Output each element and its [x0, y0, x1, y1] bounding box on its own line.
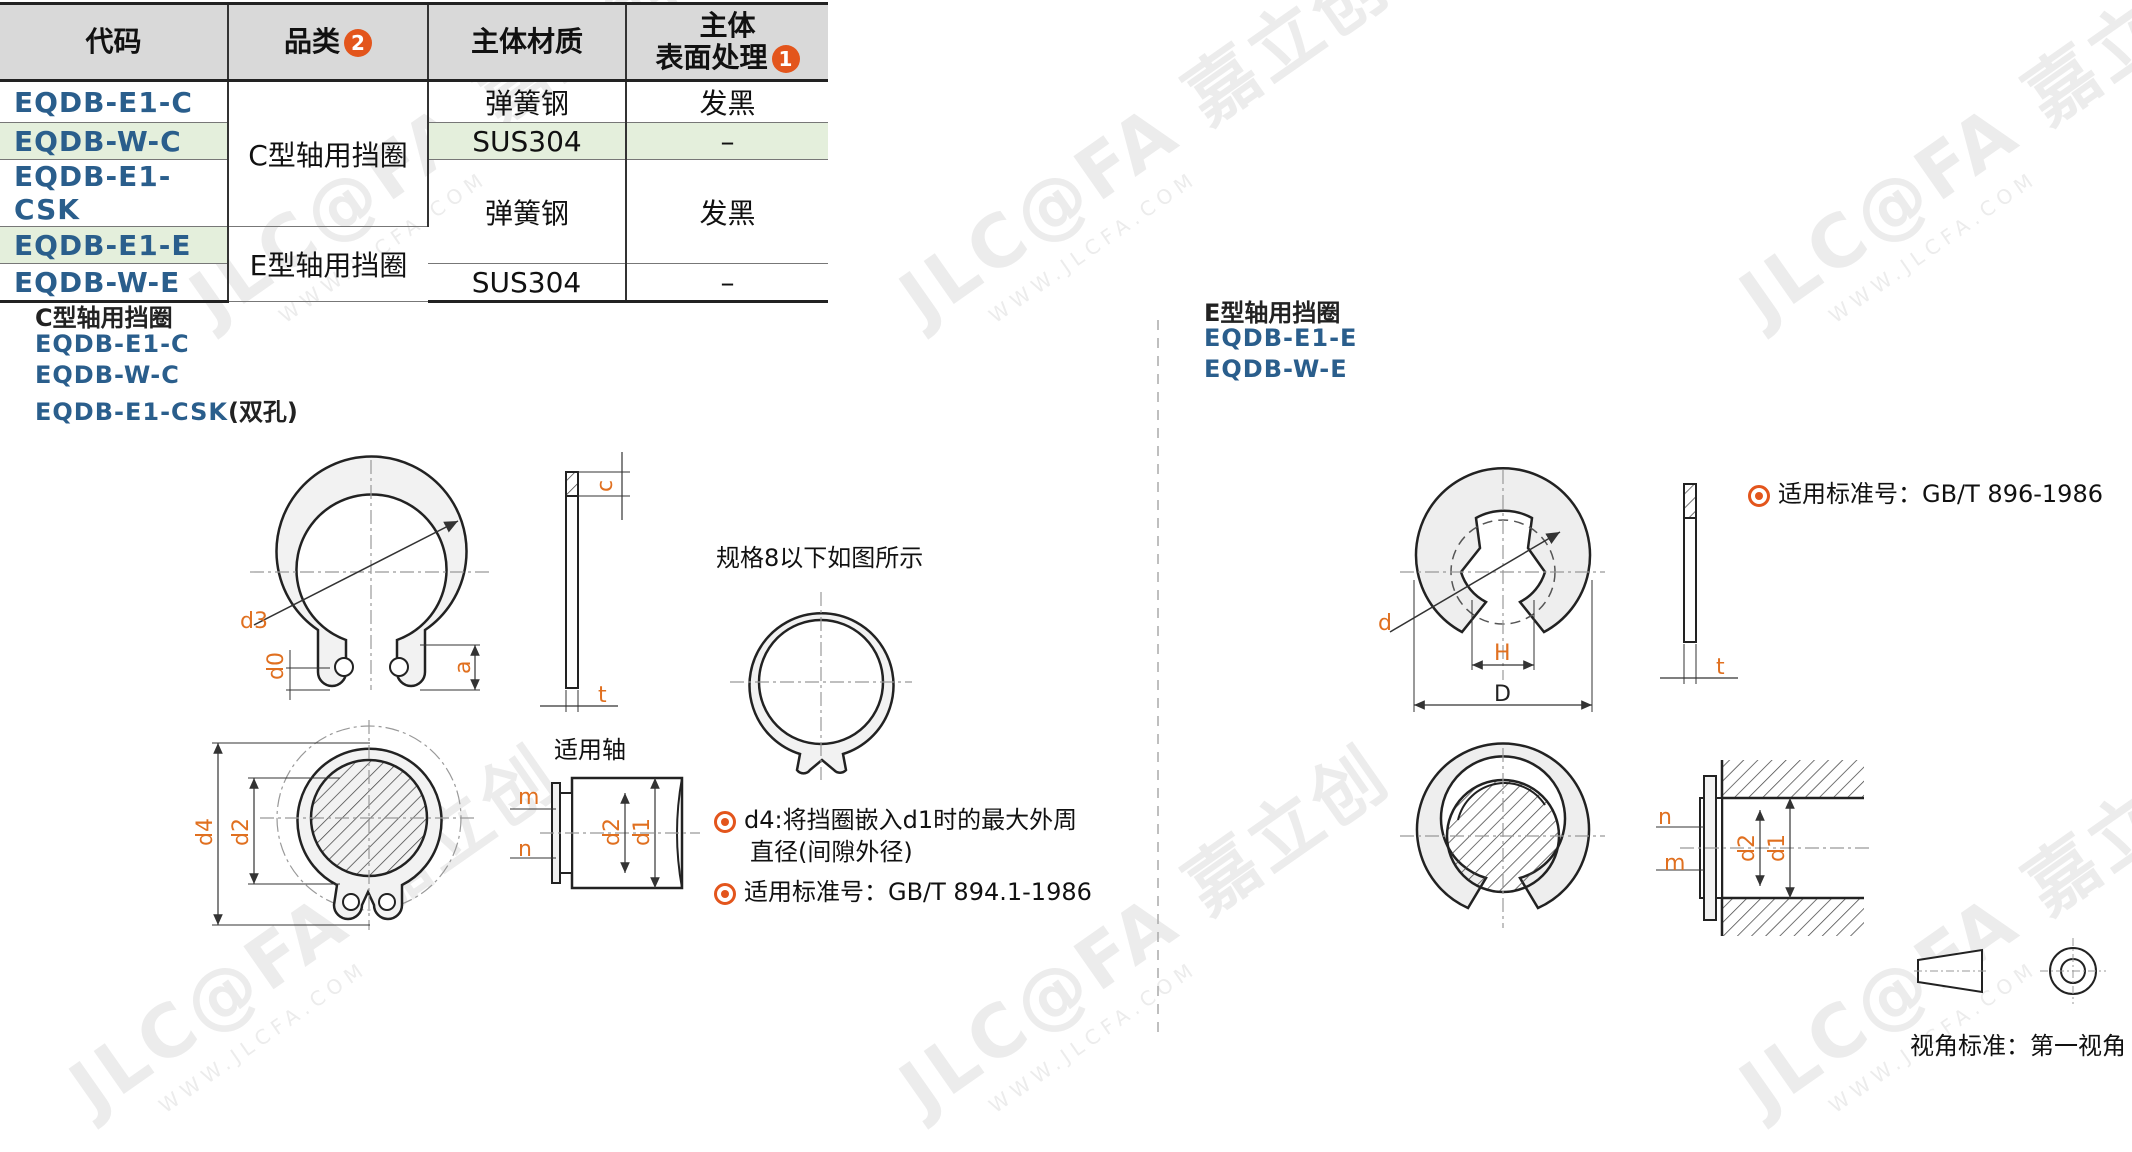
cell-surface: 发黑 — [626, 159, 828, 264]
dim-d1: d1 — [630, 818, 655, 846]
dim-d2: d2 — [229, 818, 254, 846]
e-code-2: EQDB-W-E — [1204, 355, 1348, 383]
cell-category-e: E型轴用挡圈 — [228, 226, 428, 302]
dim-e-t: t — [1716, 655, 1725, 680]
c-note-d4: d4:将挡圈嵌入d1时的最大外周直径(间隙外径) — [714, 804, 1077, 868]
cell-code: EQDB-W-C — [0, 122, 229, 160]
note-small-spec: 规格8以下如图所示 — [716, 544, 924, 572]
c-ring-small-view — [730, 592, 912, 780]
cell-material: SUS304 — [428, 263, 627, 303]
e-section-title: E型轴用挡圈 — [1204, 299, 1341, 327]
dim-e-d2: d2 — [1735, 834, 1760, 862]
cell-surface: 发黑 — [626, 80, 828, 123]
cell-code: EQDB-E1-CSK — [0, 159, 229, 227]
c-ring-top-view: d3 d0 a — [240, 455, 490, 700]
header-code: 代码 — [0, 2, 229, 82]
cell-surface: – — [626, 122, 828, 160]
e-ring-top-view: d H D — [1378, 467, 1605, 712]
cell-material: 弹簧钢 — [428, 159, 627, 264]
c-ring-side-view: c t — [540, 452, 630, 712]
technical-drawings: d3 d0 a c t d4 d2 — [193, 320, 2106, 1040]
dim-D: D — [1494, 682, 1511, 707]
cell-code: EQDB-W-E — [0, 263, 229, 303]
dim-d4: d4 — [193, 818, 218, 846]
dim-e-m: m — [1664, 851, 1685, 876]
c-code-1: EQDB-E1-C — [35, 330, 190, 358]
dim-e-d: d — [1378, 611, 1392, 636]
cell-surface: – — [626, 263, 828, 303]
dim-t: t — [598, 683, 607, 708]
bullet-icon — [1748, 485, 1770, 507]
dim-d0: d0 — [264, 652, 289, 680]
dim-n: n — [518, 837, 532, 862]
e-note-standard: 适用标准号：GB/T 896-1986 — [1748, 478, 2103, 510]
cell-material: SUS304 — [428, 122, 627, 160]
cell-code: EQDB-E1-E — [0, 226, 229, 264]
table-row: EQDB-E1-E E型轴用挡圈 — [0, 226, 828, 302]
c-ring-installed-view: d4 d2 — [193, 720, 478, 930]
dim-d2-shaft: d2 — [600, 818, 625, 846]
dim-m: m — [518, 785, 539, 810]
c-note-standard: 适用标准号：GB/T 894.1-1986 — [714, 876, 1092, 908]
first-angle-projection-icon — [1914, 938, 2106, 1004]
bullet-icon — [714, 883, 736, 905]
dim-H: H — [1494, 641, 1511, 666]
dim-e-n: n — [1658, 805, 1672, 830]
table-row: EQDB-W-E SUS304 – — [0, 263, 828, 303]
cell-category-c: C型轴用挡圈 — [228, 80, 429, 227]
shaft-side-view: m n d2 d1 — [510, 776, 700, 890]
e-ring-side-view: t — [1660, 483, 1738, 684]
e-ring-installed-view — [1400, 742, 1605, 928]
cell-code: EQDB-E1-C — [0, 80, 229, 123]
badge-1: 1 — [771, 45, 800, 73]
cell-material: 弹簧钢 — [428, 80, 627, 123]
c-code-2: EQDB-W-C — [35, 361, 180, 389]
shaft-label: 适用轴 — [554, 736, 626, 764]
e-code-1: EQDB-E1-E — [1204, 324, 1358, 352]
dim-c: c — [593, 480, 618, 492]
c-code-3: EQDB-E1-CSK(双孔) — [35, 398, 298, 426]
header-material: 主体材质 — [428, 2, 627, 82]
view-standard: 视角标准：第一视角 — [1910, 1032, 2126, 1060]
dim-a: a — [451, 661, 476, 674]
bullet-icon — [714, 811, 736, 833]
dim-e-d1: d1 — [1765, 834, 1790, 862]
table-row: EQDB-E1-C C型轴用挡圈 弹簧钢 发黑 — [0, 80, 828, 227]
e-shaft-side-view: d2 d1 n m — [1656, 760, 1870, 936]
dim-d3: d3 — [240, 609, 268, 634]
c-section-title: C型轴用挡圈 — [35, 304, 173, 332]
table-row: EQDB-W-C SUS304 – — [0, 122, 828, 160]
table-row: EQDB-E1-CSK 弹簧钢 发黑 — [0, 159, 828, 264]
badge-2: 2 — [344, 29, 372, 57]
